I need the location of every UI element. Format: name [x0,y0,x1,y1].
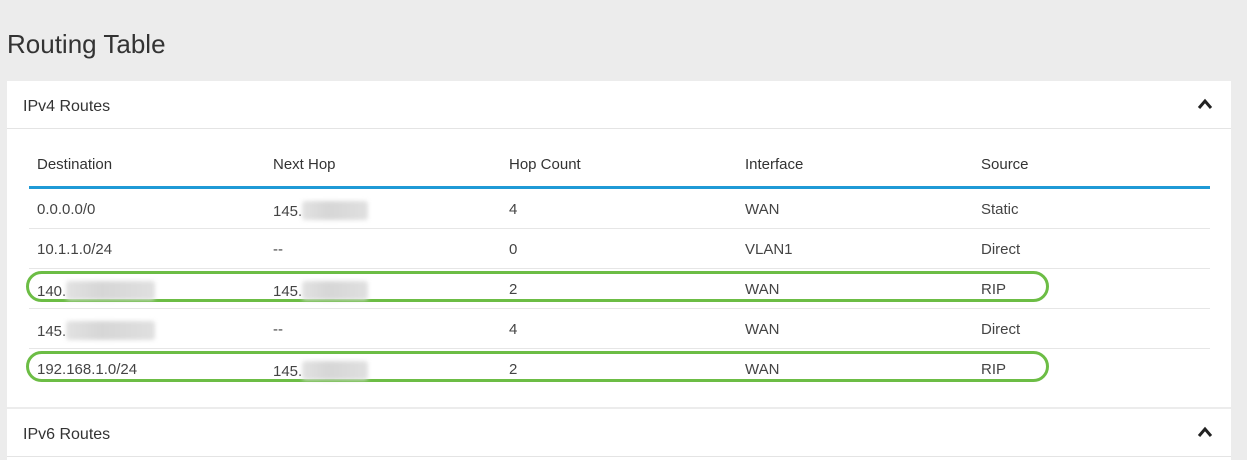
cell-interface: WAN [745,361,779,378]
ipv6-routes-panel: IPv6 Routes [7,409,1231,460]
cell-text: VLAN1 [745,241,793,258]
cell-next-hop: -- [273,241,283,258]
row-highlight [26,271,1049,302]
cell-text: 2 [509,361,518,378]
cell-text: Static [981,201,1019,218]
ipv4-panel-title: IPv4 Routes [23,98,111,115]
table-row: 192.168.1.0/24 145. 2 WAN RIP [26,349,1210,388]
table-row: 140. 145. 2 WAN RIP [26,269,1210,309]
cell-hop-count: 2 [509,281,517,298]
redacted-ip-block [302,281,369,300]
cell-hop-count: 0 [509,241,517,258]
cell-destination: 192.168.1.0/24 [37,361,137,378]
ipv6-panel-header[interactable]: IPv6 Routes [7,409,1231,457]
cell-text: 145. [273,363,303,380]
cell-text: 140. [37,283,67,300]
cell-next-hop: 145. [273,201,369,220]
cell-interface: VLAN1 [745,241,793,258]
cell-interface: WAN [745,321,779,338]
cell-destination: 10.1.1.0/24 [37,241,112,258]
column-header-destination[interactable]: Destination [37,156,113,173]
redacted-ip-block [302,361,369,380]
cell-destination: 140. [37,281,156,300]
page-title: Routing Table [7,29,166,60]
ipv6-panel-title: IPv6 Routes [23,426,111,443]
redacted-ip-block [66,321,156,340]
cell-text: -- [273,321,283,338]
table-row: 10.1.1.0/24 -- 0 VLAN1 Direct [29,229,1210,269]
cell-text: 4 [509,201,518,218]
cell-interface: WAN [745,281,779,298]
cell-text: WAN [745,361,780,378]
cell-hop-count: 2 [509,361,517,378]
cell-text: 192.168.1.0/24 [37,361,138,378]
cell-text: 145. [37,323,67,340]
cell-text: 145. [273,203,303,220]
cell-text: -- [273,241,283,258]
cell-next-hop: 145. [273,281,369,300]
cell-text: 145. [273,283,303,300]
ipv4-panel-header[interactable]: IPv4 Routes [7,81,1231,129]
cell-interface: WAN [745,201,779,218]
column-header-source[interactable]: Source [981,156,1029,173]
cell-text: 10.1.1.0/24 [37,241,113,258]
cell-text: WAN [745,201,780,218]
cell-source: Direct [981,241,1020,258]
cell-text: Direct [981,321,1021,338]
cell-next-hop: 145. [273,361,369,380]
cell-text: WAN [745,321,780,338]
table-row: 0.0.0.0/0 145. 4 WAN Static [29,189,1210,229]
redacted-ip-block [66,281,156,300]
cell-hop-count: 4 [509,201,517,218]
row-highlight [26,351,1049,382]
chevron-up-icon[interactable] [1197,98,1213,110]
cell-source: Static [981,201,1019,218]
cell-text: 4 [509,321,518,338]
ipv4-routes-table: Destination Next Hop Hop Count Interface… [26,141,1210,388]
column-header-next-hop[interactable]: Next Hop [273,156,336,173]
cell-source: Direct [981,321,1020,338]
column-header-hop-count[interactable]: Hop Count [509,156,581,173]
redacted-ip-block [302,201,369,220]
table-header: Destination Next Hop Hop Count Interface… [29,141,1210,189]
chevron-up-icon[interactable] [1197,426,1213,438]
column-header-interface[interactable]: Interface [745,156,804,173]
cell-destination: 0.0.0.0/0 [37,201,95,218]
ipv4-routes-panel: IPv4 Routes Destination Next Hop Hop Cou… [7,81,1231,407]
cell-text: Direct [981,241,1021,258]
cell-destination: 145. [37,321,156,340]
cell-text: WAN [745,281,780,298]
cell-text: 2 [509,281,518,298]
cell-hop-count: 4 [509,321,517,338]
cell-source: RIP [981,361,1006,378]
cell-text: 0 [509,241,518,258]
cell-text: RIP [981,281,1007,298]
cell-source: RIP [981,281,1006,298]
cell-next-hop: -- [273,321,283,338]
cell-text: 0.0.0.0/0 [37,201,96,218]
cell-text: RIP [981,361,1007,378]
table-row: 145. -- 4 WAN Direct [29,309,1210,349]
